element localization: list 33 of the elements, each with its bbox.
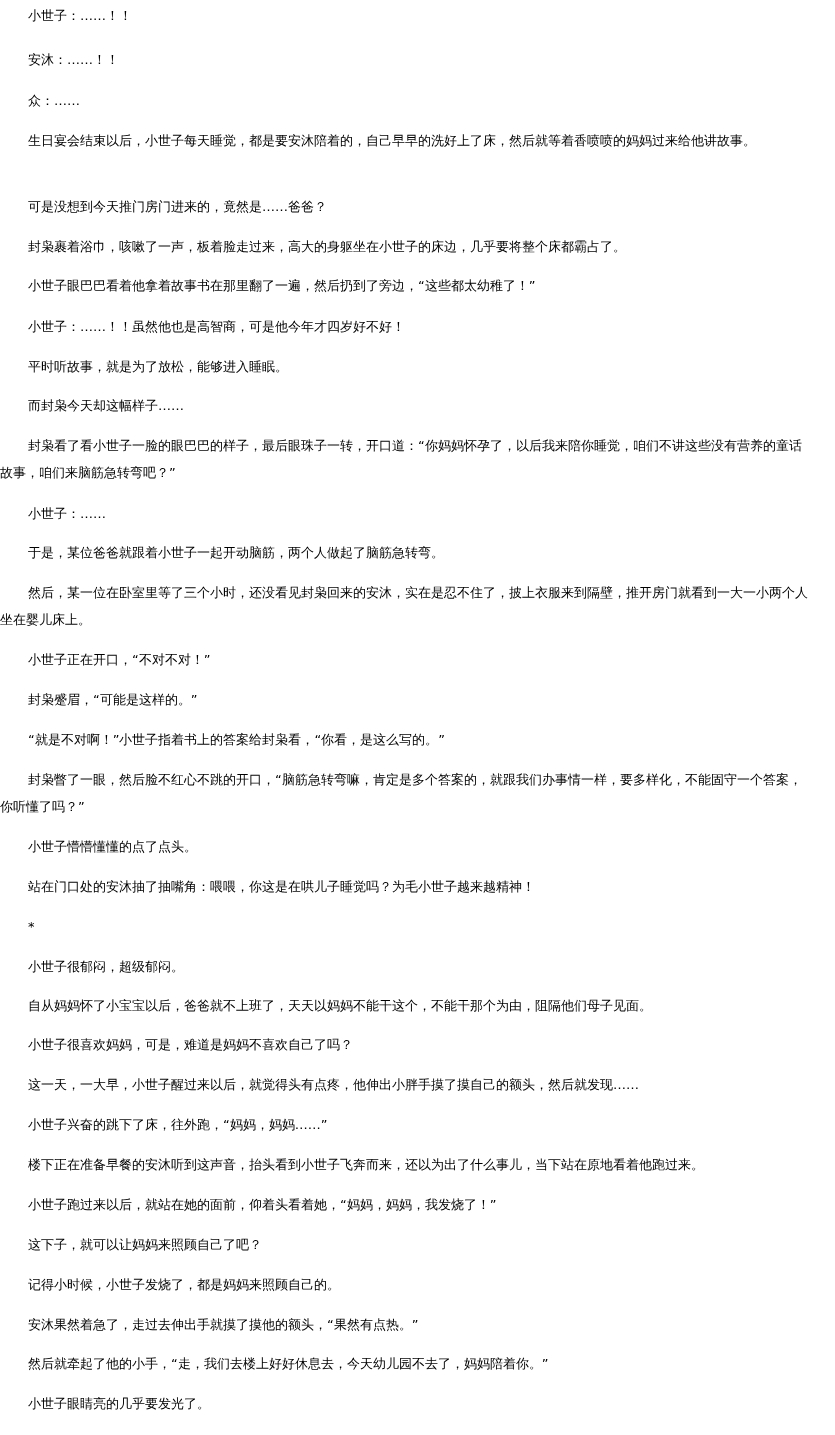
paragraph: 小世子：…… — [27, 504, 107, 523]
paragraph: 小世子很喜欢妈妈，可是，难道是妈妈不喜欢自己了吗？ — [27, 1035, 354, 1054]
paragraph: 站在门口处的安沐抽了抽嘴角：喂喂，你这是在哄儿子睡觉吗？为毛小世子越来越精神！ — [27, 877, 536, 896]
paragraph: 生日宴会结束以后，小世子每天睡觉，都是要安沐陪着的，自己早早的洗好上了床，然后就等着香喷喷的妈妈过来给他讲故事。 — [27, 131, 757, 150]
paragraph: 小世子眼巴巴看着他拿着故事书在那里翻了一遍，然后扔到了旁边，“这些都太幼稚了！” — [27, 276, 537, 295]
paragraph: 这下子，就可以让妈妈来照顾自己了吧？ — [27, 1235, 263, 1254]
paragraph: 平时听故事，就是为了放松，能够进入睡眠。 — [27, 357, 289, 376]
paragraph: 封枭裹着浴巾，咳嗽了一声，板着脸走过来，高大的身躯坐在小世子的床边，几乎要将整个床都霸占了。 — [27, 237, 627, 256]
paragraph: 然后，某一位在卧室里等了三个小时，还没看见封枭回来的安沐，实在是忍不住了，披上衣服来到隔壁，推开房门就看到一大一小两个人坐在婴儿床上。 — [0, 583, 809, 629]
paragraph: “就是不对啊！”小世子指着书上的答案给封枭看，“你看，是这么写的。” — [27, 730, 446, 749]
paragraph: 记得小时候，小世子发烧了，都是妈妈来照顾自己的。 — [27, 1275, 341, 1294]
paragraph: 安沐：……！！ — [27, 50, 120, 69]
paragraph: 小世子跑过来以后，就站在她的面前，仰着头看着她，“妈妈，妈妈，我发烧了！” — [27, 1195, 498, 1214]
paragraph: 小世子：……！！ — [27, 6, 133, 25]
paragraph: 而封枭今天却这幅样子…… — [27, 396, 185, 415]
paragraph: 小世子很郁闷，超级郁闷。 — [27, 957, 185, 976]
paragraph: 封枭瞥了一眼，然后脸不红心不跳的开口，“脑筋急转弯嘛，肯定是多个答案的，就跟我们办事情一样，要多样化，不能固守一个答案，你听懂了吗？” — [0, 770, 803, 816]
paragraph: 众：…… — [27, 91, 81, 110]
paragraph: 小世子兴奋的跳下了床，往外跑，“妈妈，妈妈……” — [27, 1115, 329, 1134]
paragraph: 封枭看了看小世子一脸的眼巴巴的样子，最后眼珠子一转，开口道：“你妈妈怀孕了，以后我来陪你睡觉，咱们不讲这些没有营养的童话故事，咱们来脑筋急转弯吧？” — [0, 436, 803, 482]
paragraph: 小世子眼睛亮的几乎要发光了。 — [27, 1394, 211, 1413]
paragraph: 楼下正在准备早餐的安沐听到这声音，抬头看到小世子飞奔而来，还以为出了什么事儿，当下站在原地看着他跑过来。 — [27, 1155, 705, 1174]
paragraph: 可是没想到今天推门房门进来的，竟然是……爸爸？ — [27, 197, 328, 216]
paragraph: 这一天，一大早，小世子醒过来以后，就觉得头有点疼，他伸出小胖手摸了摸自己的额头，然后就发现…… — [27, 1075, 640, 1094]
paragraph: 自从妈妈怀了小宝宝以后，爸爸就不上班了，天天以妈妈不能干这个，不能干那个为由，阻隔他们母子见面。 — [27, 996, 653, 1015]
paragraph: 小世子：……！！虽然他也是高智商，可是他今年才四岁好不好！ — [27, 317, 406, 336]
paragraph: 小世子懵懵懂懂的点了点头。 — [27, 837, 198, 856]
paragraph: 然后就牵起了他的小手，“走，我们去楼上好好休息去，今天幼儿园不去了，妈妈陪着你。” — [27, 1354, 550, 1373]
paragraph: 小世子正在开口，“不对不对！” — [27, 650, 212, 669]
paragraph: 安沐果然着急了，走过去伸出手就摸了摸他的额头，“果然有点热。” — [27, 1315, 420, 1334]
paragraph: * — [27, 917, 36, 936]
paragraph: 封枭蹙眉，“可能是这样的。” — [27, 690, 199, 709]
paragraph: 于是，某位爸爸就跟着小世子一起开动脑筋，两个人做起了脑筋急转弯。 — [27, 543, 445, 562]
